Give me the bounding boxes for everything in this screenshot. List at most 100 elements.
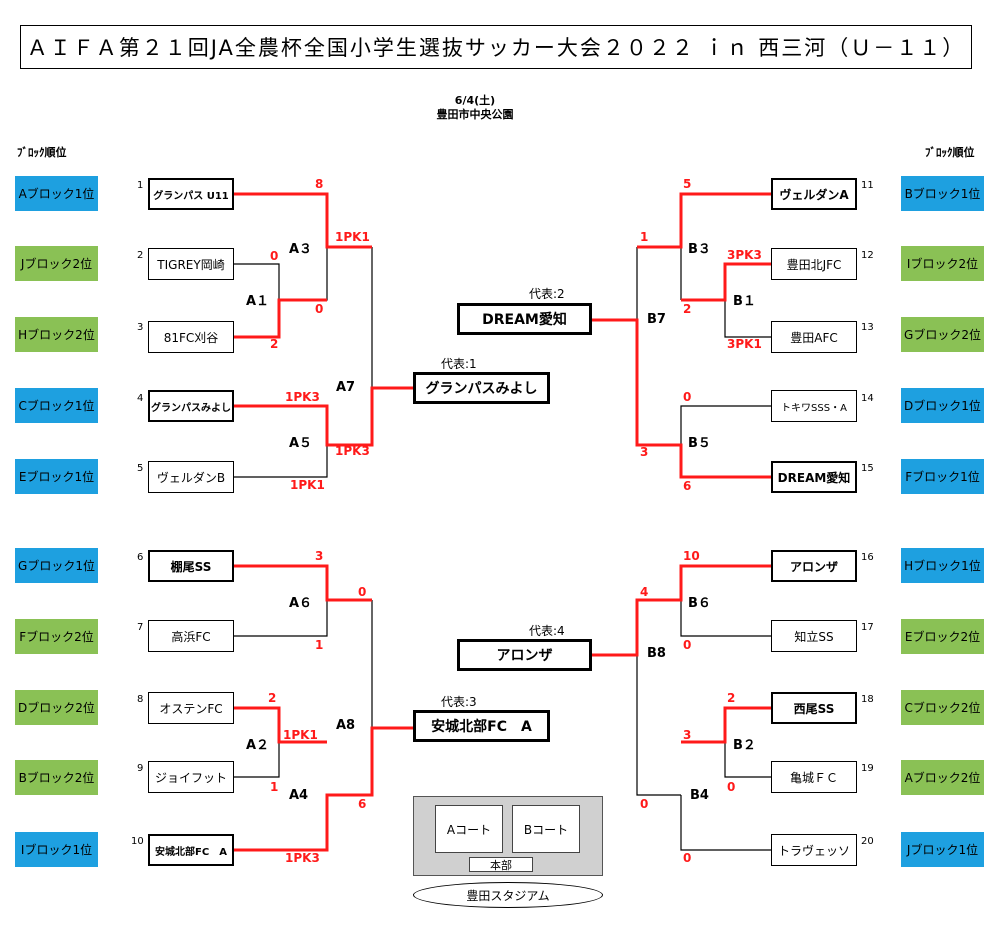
seed-num-13: 13: [861, 322, 874, 333]
match-a2: A２: [246, 738, 270, 753]
score-a1: 0: [315, 302, 324, 316]
right-block-8: Cブロック2位: [901, 690, 984, 725]
score-t13: 3PK1: [727, 337, 762, 351]
left-block-2: Jブロック2位: [15, 246, 98, 281]
left-block-8: Dブロック2位: [15, 690, 98, 725]
seed-num-10: 10: [131, 836, 144, 847]
right-team-2: 豊田北JFC: [771, 248, 857, 280]
score-b4: 0: [640, 797, 649, 811]
seed-num-1: 1: [137, 180, 144, 191]
right-block-1: Bブロック1位: [901, 176, 984, 211]
right-team-9: 亀城ＦＣ: [771, 761, 857, 793]
match-a8: A8: [336, 718, 356, 733]
left-block-10: Iブロック1位: [15, 832, 98, 867]
seed-num-18: 18: [861, 694, 874, 705]
score-t7: 1: [315, 638, 324, 652]
score-t19: 0: [727, 780, 736, 794]
left-team-9: ジョイフット: [148, 761, 234, 793]
seed-num-16: 16: [861, 552, 874, 563]
score-b1: 2: [683, 302, 692, 316]
score-a5: 1PK3: [335, 444, 370, 458]
rank-label-right: ﾌﾞﾛｯｸ順位: [925, 146, 975, 159]
venue-name: 豊田市中央公園: [436, 108, 514, 121]
score-t10: 1PK3: [285, 851, 320, 865]
score-t11: 5: [683, 177, 692, 191]
rep-4-label: 代表:4: [529, 624, 565, 638]
left-block-9: Bブロック2位: [15, 760, 98, 795]
right-block-2: Iブロック2位: [901, 246, 984, 281]
court-b: Bコート: [512, 805, 580, 853]
seed-num-19: 19: [861, 763, 874, 774]
left-team-1: グランパス U11: [148, 178, 234, 210]
seed-num-14: 14: [861, 393, 874, 404]
score-t16: 10: [683, 549, 700, 563]
score-t14: 0: [683, 390, 692, 404]
seed-num-2: 2: [137, 250, 144, 261]
score-t18: 2: [727, 691, 736, 705]
seed-num-15: 15: [861, 463, 874, 474]
left-team-4: グランパスみよし: [148, 390, 234, 422]
right-block-9: Aブロック2位: [901, 760, 984, 795]
venue-map: Aコート Bコート 本部: [413, 796, 603, 876]
left-block-4: Cブロック1位: [15, 388, 98, 423]
right-team-3: 豊田AFC: [771, 321, 857, 353]
score-b5: 3: [640, 445, 649, 459]
score-t17: 0: [683, 638, 692, 652]
right-team-4: トキワSSS・A: [771, 390, 857, 422]
seed-num-17: 17: [861, 622, 874, 633]
left-team-7: 高浜FC: [148, 620, 234, 652]
match-a3: A３: [289, 242, 313, 257]
score-a4: 6: [358, 797, 367, 811]
right-block-6: Hブロック1位: [901, 548, 984, 583]
seed-num-6: 6: [137, 552, 144, 563]
left-block-3: Hブロック2位: [15, 317, 98, 352]
left-block-6: Gブロック1位: [15, 548, 98, 583]
seed-num-11: 11: [861, 180, 874, 191]
match-b1: B１: [733, 294, 756, 309]
rep-2-team: DREAM愛知: [457, 303, 592, 335]
seed-num-3: 3: [137, 322, 144, 333]
right-block-3: Gブロック2位: [901, 317, 984, 352]
seed-num-7: 7: [137, 622, 144, 633]
score-a6: 0: [358, 585, 367, 599]
left-team-10: 安城北部FC A: [148, 834, 234, 866]
right-team-5: DREAM愛知: [771, 461, 857, 493]
match-b5: B５: [688, 436, 711, 451]
match-a7: A7: [336, 380, 356, 395]
rep-4-team: アロンザ: [457, 639, 592, 671]
right-block-4: Dブロック1位: [901, 388, 984, 423]
score-t9: 1: [270, 780, 279, 794]
match-a5: A５: [289, 436, 313, 451]
right-team-10: トラヴェッソ: [771, 834, 857, 866]
seed-num-8: 8: [137, 694, 144, 705]
match-a6: A６: [289, 596, 313, 611]
seed-num-9: 9: [137, 763, 144, 774]
left-block-5: Eブロック1位: [15, 459, 98, 494]
right-team-7: 知立SS: [771, 620, 857, 652]
seed-num-5: 5: [137, 463, 144, 474]
score-t8: 2: [268, 691, 277, 705]
score-t15: 6: [683, 479, 692, 493]
score-a2: 1PK1: [283, 728, 318, 742]
left-team-3: 81FC刈谷: [148, 321, 234, 353]
match-b4: B4: [690, 788, 709, 803]
match-b3: B３: [688, 242, 711, 257]
score-t1: 8: [315, 177, 324, 191]
match-b8: B8: [647, 646, 666, 661]
score-b2: 3: [683, 728, 692, 742]
left-team-6: 棚尾SS: [148, 550, 234, 582]
match-a1: A１: [246, 294, 270, 309]
left-team-5: ヴェルダンB: [148, 461, 234, 493]
rep-3-team: 安城北部FC A: [413, 710, 550, 742]
right-block-7: Eブロック2位: [901, 619, 984, 654]
score-a3-pk: 1PK1: [335, 230, 370, 244]
score-t6: 3: [315, 549, 324, 563]
score-t2: 0: [270, 249, 279, 263]
score-t12: 3PK3: [727, 248, 762, 262]
match-b2: B２: [733, 738, 756, 753]
match-a4: A4: [289, 788, 309, 803]
score-b6: 4: [640, 585, 649, 599]
score-t20: 0: [683, 851, 692, 865]
left-team-8: オステンFC: [148, 692, 234, 724]
court-a: Aコート: [435, 805, 503, 853]
